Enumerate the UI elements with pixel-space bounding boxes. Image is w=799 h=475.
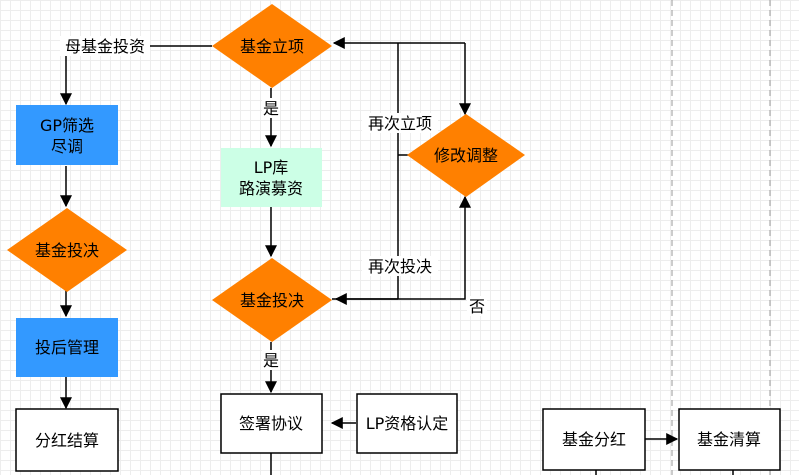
- node-fund-decision-mid[interactable]: 基金投决: [212, 258, 332, 342]
- label-no-text: 否: [469, 297, 485, 316]
- node-fund-dividend-label: 基金分红: [562, 430, 626, 449]
- node-lp-pool-line2: 路演募资: [239, 179, 303, 198]
- node-lp-qualification[interactable]: LP资格认定: [356, 393, 458, 454]
- node-fund-dividend[interactable]: 基金分红: [542, 408, 646, 471]
- node-dividend-settlement-label: 分红结算: [35, 431, 99, 450]
- node-sign-agreement-label: 签署协议: [239, 414, 303, 433]
- label-mother-fund: 母基金投资: [60, 36, 150, 56]
- node-lp-pool[interactable]: LP库 路演募资: [221, 148, 322, 207]
- label-yes-top-text: 是: [263, 99, 279, 118]
- node-sign-agreement[interactable]: 签署协议: [220, 393, 323, 454]
- node-modify-adjust[interactable]: 修改调整: [407, 114, 525, 197]
- node-fund-setup-label: 基金立项: [240, 37, 304, 56]
- label-no: 否: [467, 296, 487, 316]
- node-fund-decision-left-label: 基金投决: [35, 241, 99, 260]
- label-re-setup-text: 再次立项: [368, 114, 432, 133]
- node-post-investment[interactable]: 投后管理: [16, 318, 118, 377]
- node-fund-setup[interactable]: 基金立项: [212, 4, 332, 88]
- node-gp-screening[interactable]: GP筛选 尽调: [16, 105, 118, 165]
- node-fund-decision-mid-label: 基金投决: [240, 291, 304, 310]
- node-gp-screening-line2: 尽调: [51, 137, 83, 156]
- node-lp-qualification-label: LP资格认定: [366, 414, 449, 433]
- node-post-investment-label: 投后管理: [35, 338, 99, 357]
- node-fund-liquidation-label: 基金清算: [697, 430, 761, 449]
- node-dividend-settlement[interactable]: 分红结算: [15, 408, 119, 472]
- label-re-setup: 再次立项: [362, 113, 438, 133]
- node-fund-decision-left[interactable]: 基金投决: [7, 208, 127, 292]
- label-re-decision-text: 再次投决: [368, 257, 432, 276]
- label-yes-bottom: 是: [262, 350, 280, 370]
- node-gp-screening-line1: GP筛选: [40, 116, 94, 135]
- node-fund-liquidation[interactable]: 基金清算: [678, 408, 781, 471]
- node-modify-adjust-label: 修改调整: [434, 146, 498, 165]
- label-mother-fund-text: 母基金投资: [65, 37, 145, 56]
- label-yes-bottom-text: 是: [263, 351, 279, 370]
- label-re-decision: 再次投决: [362, 256, 438, 276]
- node-lp-pool-line1: LP库: [254, 158, 289, 177]
- label-yes-top: 是: [262, 98, 280, 118]
